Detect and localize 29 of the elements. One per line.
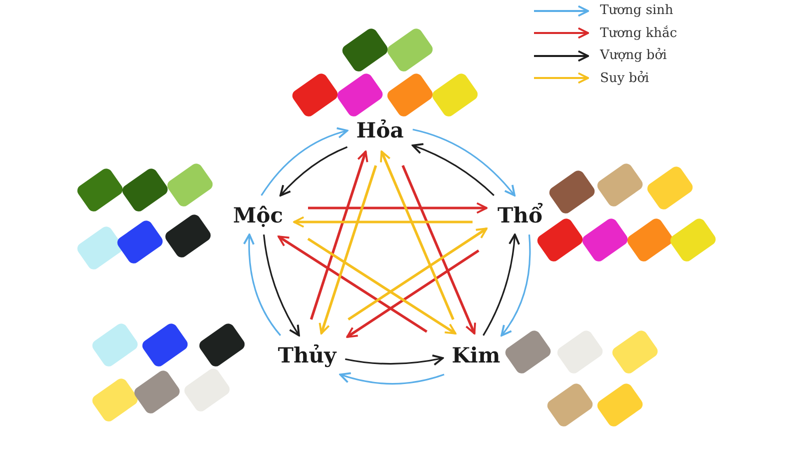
arrow: [380, 150, 454, 320]
legend-text: Tương sinh: [600, 3, 674, 18]
arrow: [307, 238, 456, 335]
legend-text: Tương khắc: [600, 26, 677, 40]
arrow: [339, 372, 444, 385]
arrow: [318, 165, 378, 334]
legend-text: Vượng bởi: [600, 48, 667, 63]
legend-text: Suy bởi: [600, 70, 650, 86]
arrow: [279, 146, 348, 196]
arrow: [243, 234, 282, 336]
arrow: [500, 234, 531, 336]
element-label: Hỏa: [353, 116, 407, 144]
element-label: Thủy: [274, 341, 340, 369]
arrow: [278, 235, 428, 333]
arrow: [310, 150, 368, 320]
arrow: [308, 202, 488, 214]
arrow: [293, 216, 473, 228]
element-label: Mộc: [230, 201, 286, 229]
arrow: [345, 354, 444, 366]
arrow: [346, 249, 480, 338]
arrow: [263, 234, 300, 336]
arrow: [402, 165, 476, 334]
arrow: [412, 128, 516, 196]
arrow: [348, 228, 488, 321]
arrow: [260, 128, 348, 196]
element-label: Kim: [448, 341, 504, 369]
arrow: [412, 143, 494, 196]
element-label: Thổ: [494, 201, 546, 229]
arrow: [482, 234, 520, 336]
